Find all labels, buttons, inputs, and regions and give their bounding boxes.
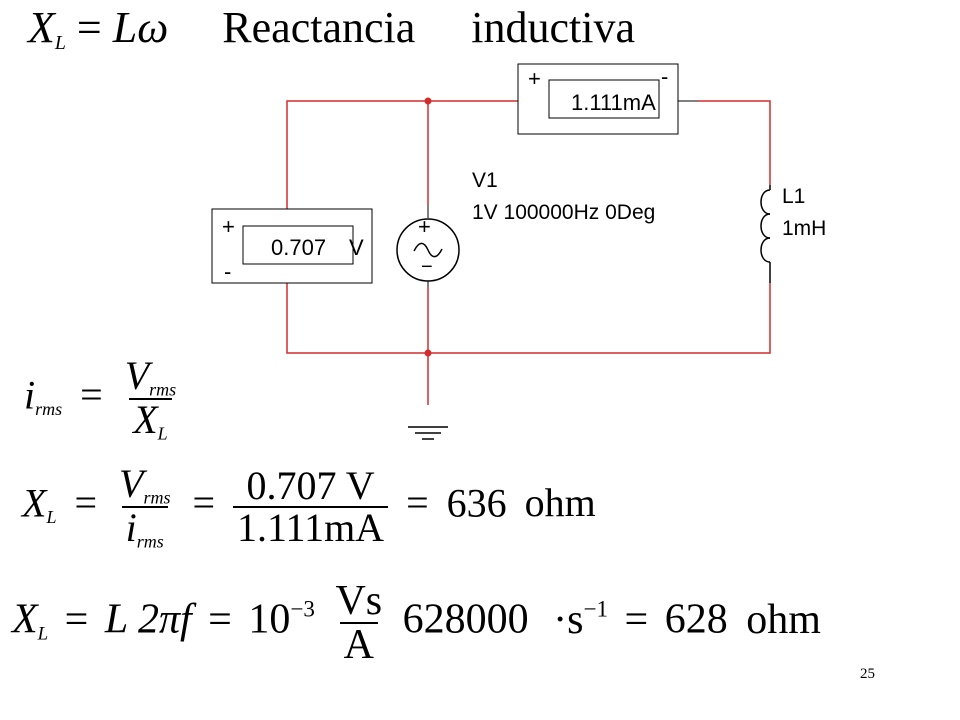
title-equals: =	[76, 3, 102, 52]
source-minus: −	[421, 256, 433, 278]
units-fraction: Vs A	[335, 578, 383, 668]
ground-icon	[408, 426, 448, 440]
xl-computed-result: 628	[664, 596, 728, 643]
ammeter-unit: A	[641, 90, 656, 115]
equation-xl-computed: XL = L 2πf = 10−3 Vs A 628000 ·s−1 = 628…	[12, 578, 821, 668]
voltmeter-minus: -	[224, 259, 232, 284]
ac-voltage-source-icon	[396, 205, 460, 287]
xl-computed-unit: ohm	[746, 596, 821, 643]
ammeter-display	[548, 79, 660, 119]
title-symbol: X	[28, 3, 55, 52]
ammeter-plus: +	[528, 66, 541, 91]
wire-bottom	[286, 283, 771, 354]
voltmeter	[211, 208, 373, 284]
slide-title: XL = Lω Reactancia inductiva	[28, 4, 635, 67]
source-spec: 1V 100000Hz 0Deg	[472, 201, 656, 224]
ammeter-minus: -	[661, 64, 669, 89]
voltmeter-plus: +	[222, 214, 235, 239]
measured-values-fraction: 0.707 V 1.111mA	[233, 466, 389, 548]
voltmeter-unit: V	[349, 235, 364, 260]
wire-top-right	[698, 100, 771, 185]
voltmeter-value: 0.707	[271, 235, 327, 260]
title-word-inductiva: inductiva	[471, 3, 636, 52]
node-bottom	[424, 349, 432, 357]
title-expr-l: L	[112, 3, 138, 52]
wire-top-left	[286, 100, 518, 209]
equation-irms: irms = Vrms XL	[24, 356, 180, 443]
wires	[286, 100, 771, 405]
xl-measured-unit: ohm	[524, 480, 596, 526]
inductor-name: L1	[782, 185, 806, 208]
node-top	[424, 97, 432, 105]
xl-measured-result: 636	[446, 480, 507, 526]
ammeter-value: 1.111mA	[571, 90, 656, 115]
page-number: 25	[860, 666, 875, 682]
irms-fraction: Vrms XL	[124, 353, 177, 444]
source-name: V1	[472, 169, 498, 192]
inductor-coil-icon	[760, 185, 771, 283]
source-plus: +	[418, 214, 431, 239]
voltmeter-display	[242, 225, 354, 265]
title-symbol-sub: L	[54, 31, 66, 54]
title-expr-omega: ω	[137, 3, 169, 52]
equation-xl-measured: XL = Vrms irms = 0.707 V 1.111mA = 636 o…	[22, 461, 596, 552]
title-word-reactancia: Reactancia	[222, 3, 416, 52]
ammeter	[517, 63, 698, 135]
inductor-value: 1mH	[782, 217, 827, 240]
